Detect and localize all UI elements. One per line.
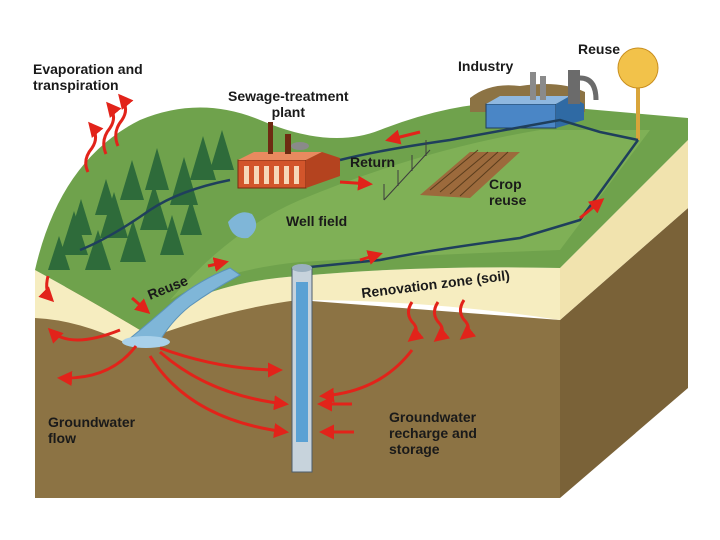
industry-label: Industry (458, 58, 514, 74)
pipe-flow-arrow-2 (359, 250, 383, 265)
crop-reuse-label: Crop reuse (489, 176, 527, 208)
reuse-river-arrow (207, 257, 229, 272)
well (291, 264, 313, 473)
industry-return-arrow (385, 129, 421, 145)
renovation-arrow-2 (433, 301, 451, 342)
pond (228, 212, 257, 239)
return-label: Return (350, 154, 396, 170)
sewage-treatment-plant (237, 122, 340, 189)
evaporation-label: Evaporation and transpiration (33, 61, 143, 93)
reuse-top-label: Reuse (578, 41, 621, 57)
infiltration-arrow-1 (131, 296, 151, 314)
evaporation-arrow-3 (114, 93, 134, 147)
recharge-arrow-3 (319, 349, 414, 403)
sewage-plant-label: Sewage-treatment plant (228, 88, 349, 120)
water-tower (617, 47, 659, 140)
grass-highlight (170, 130, 650, 300)
evaporation-arrow-1 (84, 121, 104, 173)
return-arrow (339, 175, 373, 191)
lake (122, 336, 170, 348)
groundwater-flow-label: Groundwater flow (48, 414, 136, 446)
renovation-arrow-3 (459, 299, 477, 340)
evaporation-arrow-2 (102, 101, 122, 155)
groundwater-recharge-label: Groundwater recharge and storage (389, 409, 477, 457)
groundwater-flow-arrow-4 (159, 350, 289, 411)
groundwater-flow-arrow-3 (159, 346, 283, 378)
pipe-flow-arrow-1 (579, 198, 605, 220)
infiltration-arrow-2 (38, 275, 55, 303)
ground-block (35, 102, 688, 498)
groundwater-flow-arrow-5 (148, 355, 289, 438)
industry (470, 70, 599, 129)
groundwater-flow-arrow-2 (57, 345, 138, 386)
flow-arrows (38, 93, 605, 440)
well-field-label: Well field (286, 213, 348, 229)
forest (48, 130, 234, 270)
pipes (79, 118, 640, 270)
groundwater-flow-arrow-1 (47, 327, 121, 344)
light-soil-right-face (560, 140, 688, 320)
deep-soil-right-face (560, 208, 688, 498)
renovation-arrow-1 (407, 301, 425, 342)
crop-field (383, 140, 520, 201)
